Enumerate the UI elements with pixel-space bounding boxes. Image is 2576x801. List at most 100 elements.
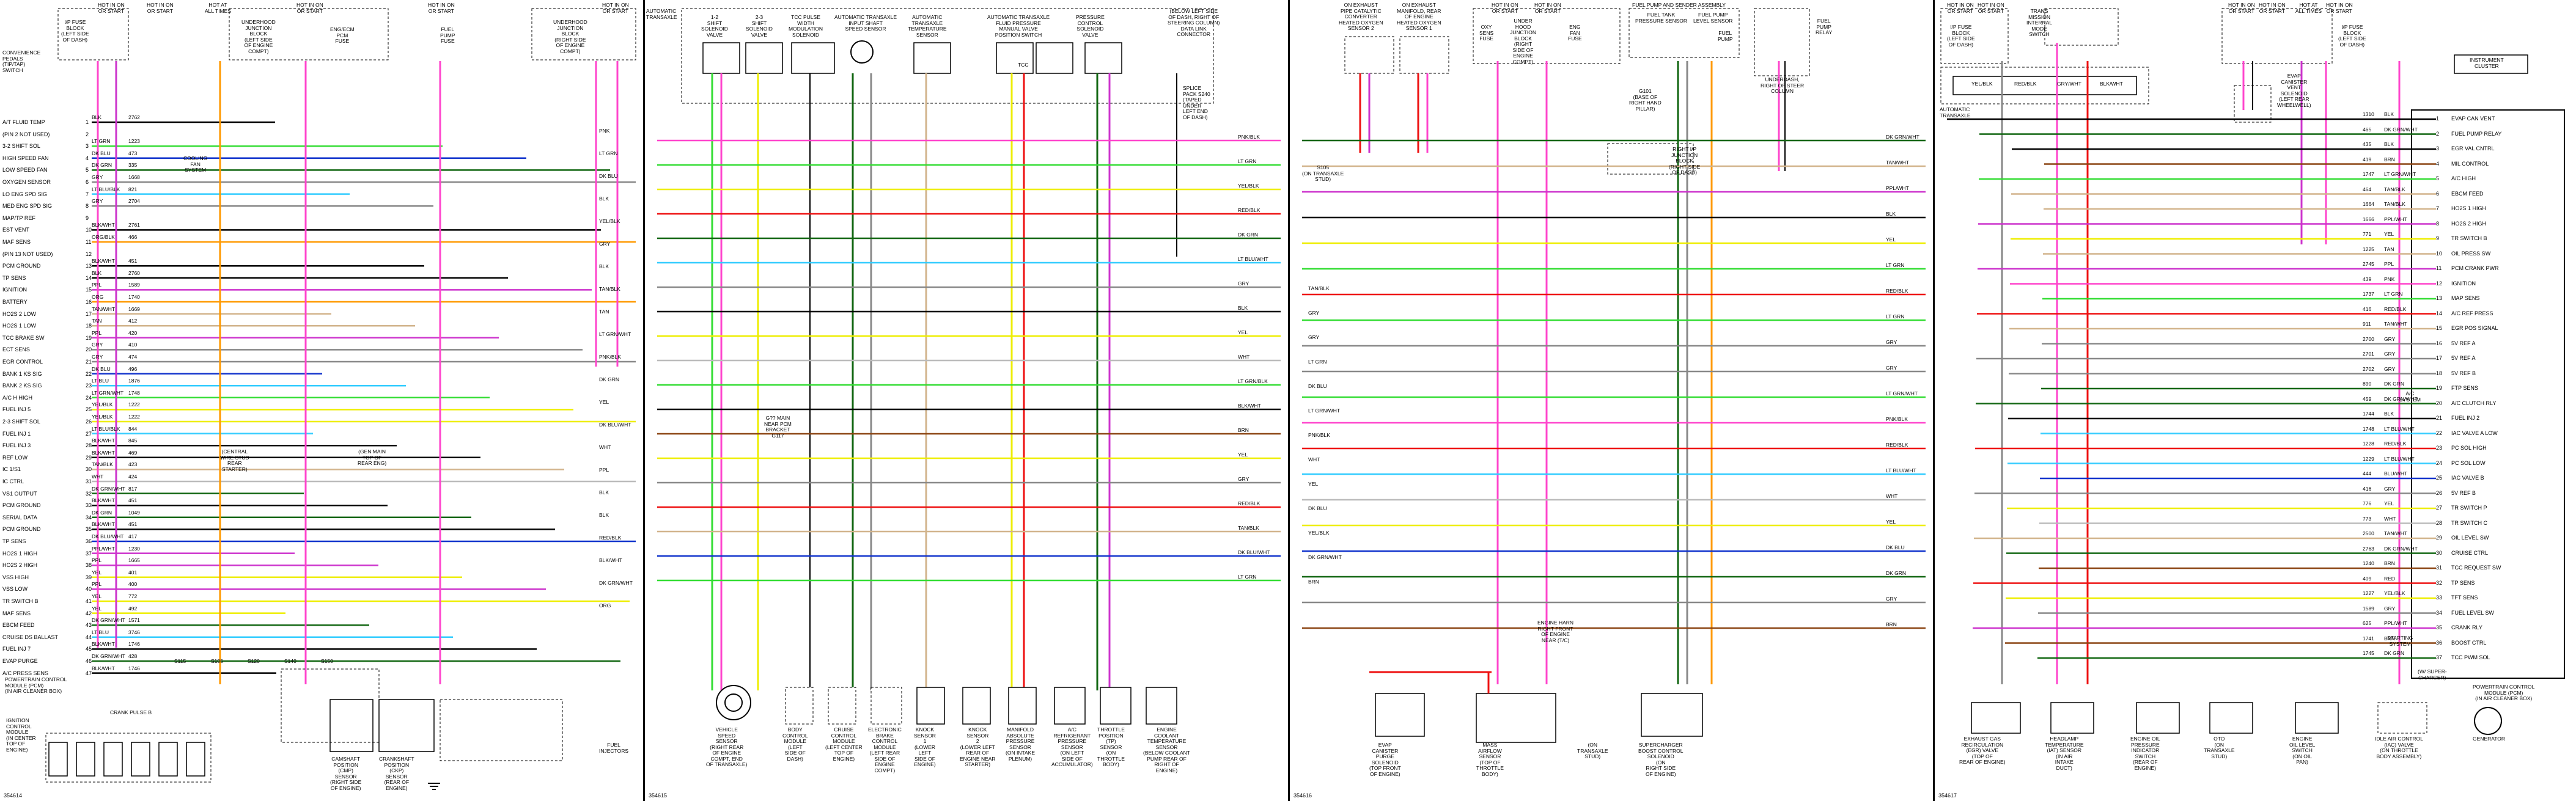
- pin-number: 26: [2436, 489, 2443, 496]
- circuit-number: 890: [2363, 381, 2372, 387]
- pcm-pin-label: PC SOL LOW: [2451, 459, 2486, 466]
- wire-color-label: YEL/BLK: [92, 414, 113, 420]
- pin-number: 11: [86, 239, 92, 245]
- pcm-pin-label: EVAP PURGE: [2, 658, 38, 664]
- fuse-box-label: I/P FUSE BLOCK (LEFT SIDE OF DASH): [61, 19, 89, 43]
- right-wire-label: TAN: [599, 309, 609, 315]
- right-wire-label: PNK/BLK: [599, 354, 621, 360]
- pcm-pin-label: FUEL INJ 7: [2, 646, 31, 653]
- fuse-label: HOT IN ON OR START: [1534, 2, 1561, 14]
- pcm-pin-label: VS1 OUTPUT: [2, 490, 37, 497]
- right-wire-label: DK BLU/WHT: [1238, 549, 1270, 555]
- trans-component-label: AUTOMATIC TRANSAXLE TEMPERATURE SENSOR: [908, 14, 947, 38]
- pcm-pin-label: TFT SENS: [2451, 594, 2478, 601]
- circuit-number: 1666: [2363, 216, 2374, 222]
- component-label: HEADLAMP TEMPERATURE (IAT) SENSOR (IN AI…: [2045, 736, 2084, 771]
- right-wire-label: LT GRN: [1238, 158, 1257, 164]
- pin-number: 37: [86, 550, 92, 557]
- fuse-box-label: UNDER HOOD JUNCTION BLOCK (RIGHT SIDE OF…: [1510, 18, 1536, 65]
- circuit-number: 776: [2363, 500, 2372, 507]
- pcm-pin-label: PCM GROUND: [2, 526, 41, 533]
- pin-number: 13: [86, 263, 92, 269]
- fuel-injectors-label: FUEL INJECTORS: [599, 742, 629, 754]
- fuse-label: HOT IN ON OR START: [602, 2, 629, 14]
- wire-color-label: WHT: [2384, 515, 2396, 522]
- left-wire-label: GRY: [1308, 334, 1320, 340]
- right-wire-label: LT GRN/WHT: [1886, 390, 1918, 397]
- fuse-box-label: UNDERHOOD JUNCTION BLOCK (RIGHT SIDE OF …: [553, 19, 587, 54]
- right-wire-label: YEL/BLK: [599, 218, 620, 224]
- sensor-label: A/C REFRIGERANT PRESSURE SENSOR (ON LEFT…: [1051, 726, 1093, 767]
- circuit-number: 1876: [128, 378, 140, 384]
- dlc-note: (BELOW LEFT SIDE OF DASH, RIGHT OF STEER…: [1168, 8, 1220, 37]
- ground-note-label: (CENTRAL WIRE STUD REAR STARTER): [220, 448, 249, 472]
- wire-color-label: BLK/WHT: [92, 521, 115, 528]
- pcm-pin-label: FUEL INJ 5: [2, 406, 31, 413]
- pcm-pin-label: MED ENG SPD SIG: [2, 203, 53, 210]
- circuit-number: 2762: [128, 114, 140, 120]
- fuel-pump-relay-label: FUEL PUMP RELAY: [1816, 18, 1833, 35]
- splice-label: S140: [284, 658, 296, 664]
- wire-color-label: PPL: [92, 282, 102, 288]
- splice-label: S115: [174, 658, 186, 664]
- pin-number: 39: [86, 574, 92, 580]
- pcm-pin-label: BANK 1 KS SIG: [2, 370, 42, 377]
- pcm-pin-label: PC SOL HIGH: [2451, 445, 2487, 451]
- pin-number: 2: [86, 131, 89, 137]
- wire-color-label: YEL: [92, 605, 102, 612]
- wire-color-label: LT BLU: [92, 629, 109, 635]
- right-wire-label: YEL: [599, 399, 609, 405]
- right-wire-label: RED/BLK: [1238, 207, 1260, 213]
- fuse-box-label: FUEL PUMP FUSE: [440, 26, 455, 44]
- pcm-pin-label: OIL PRESS SW: [2451, 250, 2491, 257]
- left-wire-label: PNK/BLK: [1308, 432, 1330, 438]
- wire-color-label: LT BLU/WHT: [2384, 455, 2415, 462]
- pin-number: 2: [2436, 130, 2440, 137]
- pin-number: 28: [2436, 519, 2443, 526]
- left-wire-label: LT GRN/WHT: [1308, 408, 1341, 414]
- circuit-number: 444: [2363, 470, 2372, 477]
- circuit-number: 1737: [2363, 291, 2374, 297]
- circuit-number: 412: [128, 318, 138, 324]
- pcm-pin-label: HO2S 1 HIGH: [2451, 205, 2487, 211]
- pin-number: 12: [2436, 280, 2443, 287]
- left-wire-label: DK GRN/WHT: [1308, 554, 1342, 560]
- fuse-box-label: ENG/ECM PCM FUSE: [330, 26, 355, 44]
- right-wire-label: BLK: [599, 489, 609, 496]
- circuit-number: 625: [2363, 620, 2372, 626]
- right-wire-label: RED/BLK: [599, 535, 622, 541]
- wire-color-label: ORG/BLK: [92, 234, 115, 240]
- pcm-pin-label: HO2S 1 LOW: [2, 323, 37, 329]
- right-wire-label: LT GRN: [1886, 262, 1905, 268]
- fuse-box-label: I/P FUSE BLOCK (LEFT SIDE OF DASH): [1947, 24, 1975, 48]
- circuit-number: 2760: [128, 269, 140, 276]
- pcm-pin-label: ECT SENS: [2, 346, 30, 353]
- circuit-number: 451: [128, 258, 138, 265]
- right-wire-label: TAN/WHT: [1886, 159, 1910, 166]
- pcm-pin-label: EGR POS SIGNAL: [2451, 325, 2498, 331]
- pin-number: 14: [86, 274, 92, 281]
- circuit-number: 2704: [128, 198, 140, 205]
- automatic-transaxle-title: AUTOMATIC TRANSAXLE: [1940, 106, 1971, 119]
- wire-color-label: BLK: [2384, 111, 2394, 117]
- pcm-pin-label: PCM GROUND: [2, 263, 41, 269]
- pin-number: 42: [86, 610, 92, 616]
- wire-color-label: DK GRN: [2384, 381, 2405, 387]
- wire-color-label: LT GRN/WHT: [2384, 171, 2416, 177]
- pin-number: 24: [2436, 459, 2443, 466]
- circuit-number: 439: [2363, 276, 2372, 282]
- pin-number: 33: [86, 502, 92, 509]
- right-wire-label: DK BLU: [599, 173, 618, 179]
- right-wire-label: DK GRN: [1238, 232, 1259, 238]
- circuit-number: 1571: [128, 617, 140, 624]
- starting-system-label: STARTING SYSTEM: [2387, 635, 2413, 647]
- pin-number: 19: [86, 334, 92, 341]
- pin-number: 41: [86, 598, 92, 604]
- wire-color-label: ORG: [92, 294, 104, 300]
- circuit-number: 771: [2363, 231, 2372, 237]
- pcm-pin-label: OXYGEN SENSOR: [2, 179, 51, 185]
- pcm-pin-label: IAC VALVE A LOW: [2451, 430, 2498, 436]
- circuit-number: 2745: [2363, 261, 2374, 267]
- crank-pulse-label: CRANK PULSE B: [110, 709, 152, 715]
- right-wire-label: BRN: [1886, 621, 1897, 627]
